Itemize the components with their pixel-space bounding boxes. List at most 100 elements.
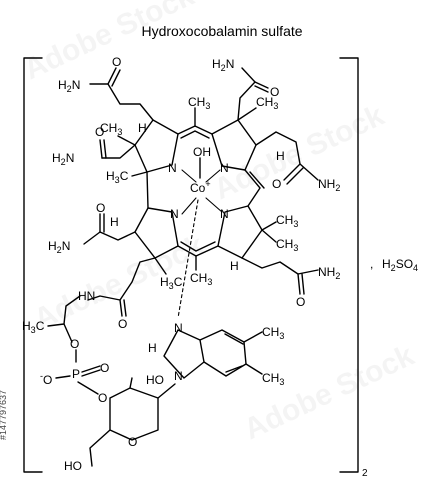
bridge-ab-double xyxy=(180,130,210,139)
chain-lower-right-co-double xyxy=(301,273,305,295)
benzene-double-2 xyxy=(225,365,243,373)
ring-d-methyl-bond xyxy=(154,257,167,275)
chain-lower-right xyxy=(241,257,319,275)
atom-o-phosphate-minus: -O xyxy=(40,371,52,387)
co-n3-bond xyxy=(181,197,197,215)
benzimidazole-methyl-1-label: CH3 xyxy=(262,325,284,341)
stereo-h-ring-c: H xyxy=(230,259,239,273)
benzene-double-1 xyxy=(224,333,244,345)
ring-a-methyl-lower xyxy=(131,171,148,177)
ring-d-acetamide xyxy=(99,231,136,241)
ring-b-methyl: CH3 xyxy=(256,95,278,111)
atom-cobalt: Co+ xyxy=(190,179,211,195)
ring-d-methyl: H3C xyxy=(160,275,183,291)
stereo-h-ring-a: H xyxy=(138,121,147,135)
bridge-bc xyxy=(244,169,261,207)
atom-o-lower-left: O xyxy=(118,317,127,331)
stereo-h-ring-b: H xyxy=(276,149,285,163)
meso-methyl-bottom: CH3 xyxy=(190,271,212,287)
atom-hn-linker: HN xyxy=(78,289,95,303)
phosphate-double-o-2 xyxy=(81,369,101,377)
atom-n-imidazole-bottom: N xyxy=(174,369,183,383)
chain-top-right xyxy=(237,67,256,121)
co-n2-bond xyxy=(205,169,221,183)
benzimidazole-methyl-2 xyxy=(245,363,263,375)
ring-b-methyl-bond xyxy=(237,107,257,121)
ring-a-methyl: CH3 xyxy=(100,121,122,137)
ring-c xyxy=(217,205,263,259)
ring-a-methyl-lower-label: H3C xyxy=(106,169,129,185)
ring-d-acetamide-n xyxy=(83,231,101,245)
ring-d xyxy=(134,207,179,259)
chain-lower-left-co-double xyxy=(123,299,127,317)
ring-c-methyl-1 xyxy=(261,221,277,231)
chain-right-propionamide xyxy=(255,131,319,181)
ribose-ch2oh xyxy=(89,429,111,467)
ribose-ho-bond xyxy=(129,377,133,389)
chain-top-left-co-double xyxy=(111,69,121,87)
atom-phosphorus: P xyxy=(72,367,80,381)
chain-top-left-co xyxy=(107,67,117,85)
ring-a xyxy=(134,119,179,173)
atom-nh2-right: NH2 xyxy=(318,177,340,193)
watermark: Adobe Stock Adobe Stock Adobe Stock Adob… xyxy=(0,0,419,446)
atom-oh: OH xyxy=(193,145,211,159)
ring-b xyxy=(211,119,257,171)
ring-a-acetamide-co xyxy=(99,139,103,159)
ribose-n-bond xyxy=(157,383,176,399)
linker-methyl: H3C xyxy=(22,319,45,335)
ribose-ring xyxy=(109,387,159,441)
atom-h2n-ring-a: H2N xyxy=(52,151,74,167)
watermark-text-1: Adobe Stock xyxy=(19,0,199,86)
side-chains xyxy=(47,67,319,343)
chain-lower-left-co xyxy=(119,299,123,317)
diagram-title: Hydroxocobalamin sulfate xyxy=(141,23,302,39)
atom-o-ring-d: O xyxy=(96,201,105,215)
atom-o-phosphate-ribose: O xyxy=(98,391,107,405)
chain-right-co xyxy=(283,163,301,181)
bridge-cd-double xyxy=(180,241,216,252)
chain-top-left xyxy=(89,83,154,121)
linker-chain xyxy=(47,295,81,327)
bracket-multiplier: 2 xyxy=(362,468,368,479)
phosphate-ribose-o xyxy=(77,381,99,395)
atom-o-top-right: O xyxy=(270,85,279,99)
stereo-h-ring-d: H xyxy=(110,215,119,229)
atom-o-lower-right: O xyxy=(296,295,305,309)
left-bracket xyxy=(23,57,43,473)
atom-ho-ch2: HO xyxy=(64,459,82,473)
corrin-core xyxy=(134,107,265,319)
phosphate-double-o xyxy=(81,365,101,373)
atom-n-ring-d: N xyxy=(170,207,179,221)
chain-lower-left xyxy=(87,257,156,301)
atom-h-imidazole: H xyxy=(148,341,157,355)
bridge-bc-double xyxy=(249,171,265,189)
co-benzimidazole-dashed-bond xyxy=(177,199,199,319)
watermark-id: #147797637 xyxy=(0,390,8,440)
bridge-da xyxy=(146,171,149,209)
atom-ho-ribose: HO xyxy=(146,373,164,387)
right-bracket xyxy=(339,57,359,473)
salt-formula: H2SO4 xyxy=(382,257,418,273)
atom-nh2-lower-right: NH2 xyxy=(318,265,340,281)
atom-o-top-left: O xyxy=(112,55,121,69)
ring-a-methyl-bond xyxy=(117,135,136,146)
phosphate-o-minus xyxy=(55,375,71,379)
atom-n-ring-a: N xyxy=(168,161,177,175)
atom-h2n-top-left: H2N xyxy=(58,78,80,94)
benzimidazole-methyl-1 xyxy=(243,331,263,343)
watermark-text-4: Adobe Stock xyxy=(239,339,419,447)
atom-o-ribose-ring: O xyxy=(128,435,137,449)
co-n4-bond xyxy=(205,197,223,213)
meso-methyl-top: CH3 xyxy=(188,95,210,111)
chain-lower-right-co xyxy=(297,273,301,295)
atom-h2n-ring-d: H2N xyxy=(48,239,70,255)
benzimidazole-methyl-2-label: CH3 xyxy=(262,371,284,387)
nucleotide-loop xyxy=(55,329,263,467)
atom-n-ring-b: N xyxy=(220,161,229,175)
chain-top-right-co-double xyxy=(254,85,269,93)
atom-o-phosphate-double: O xyxy=(100,361,109,375)
atom-n-imidazole-top: N xyxy=(174,321,183,335)
linker-o-bond xyxy=(63,323,73,343)
